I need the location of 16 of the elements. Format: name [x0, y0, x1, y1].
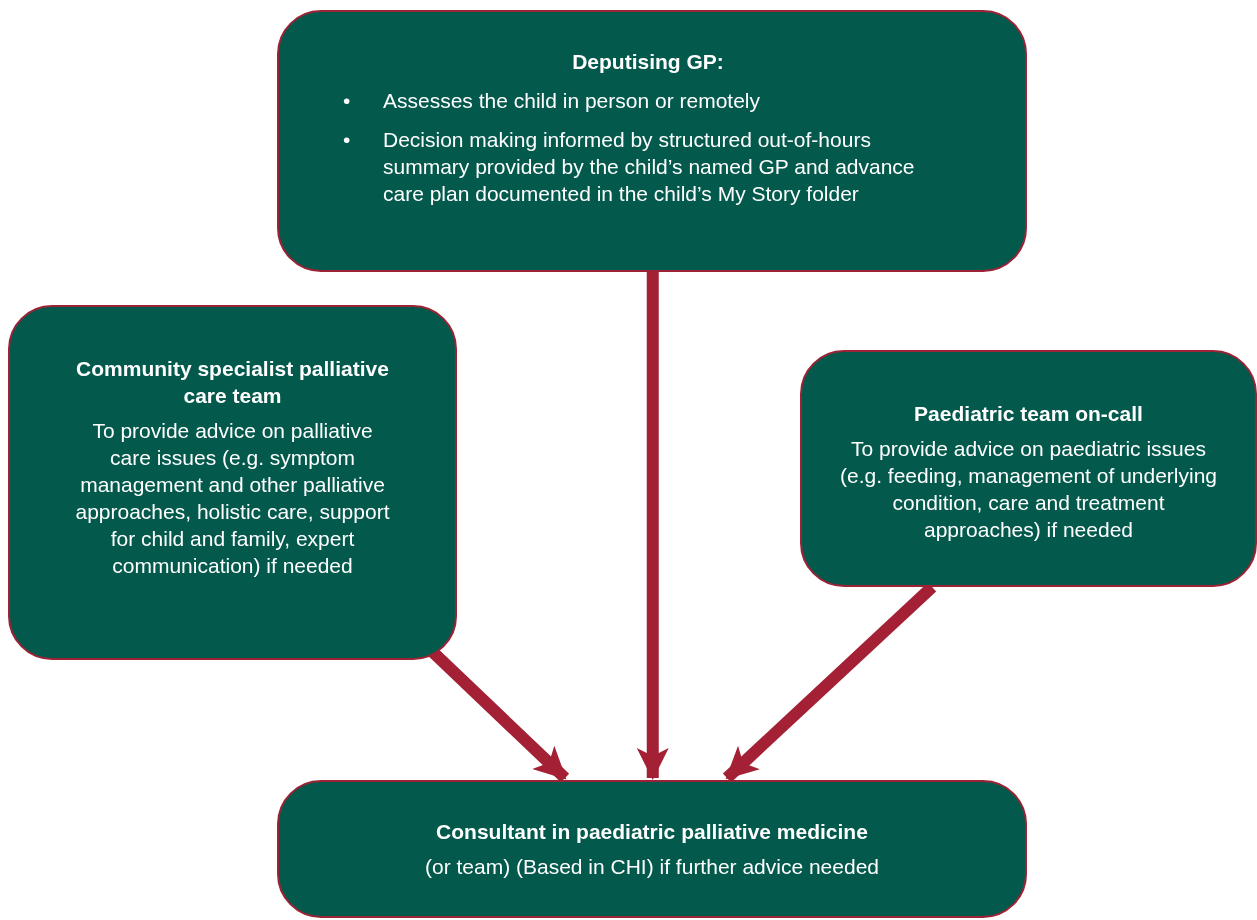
box-text: (or team) (Based in CHI) if further advice needed — [423, 854, 880, 880]
bullet-text: Decision making informed by structured out-of-hours summary provided by the child’s named GP and advance care plan documented in the child’s My Story folder — [383, 127, 916, 207]
box-heading: Deputising GP: — [571, 49, 725, 75]
process-box — [277, 780, 1027, 918]
box-heading: Paediatric team on-call — [913, 401, 1144, 427]
box-heading: Consultant in paediatric palliative medicine — [435, 819, 869, 845]
box-text: To provide advice on palliative care issues (e.g. symptom management and other palliative approaches, holistic care, support for child and family, expert communication) if needed — [74, 418, 391, 579]
box-heading: Community specialist palliative care team — [75, 356, 390, 409]
process-box — [800, 350, 1257, 587]
bullet-text: Assesses the child in person or remotely — [383, 88, 760, 114]
bullet-mark: • — [342, 88, 352, 114]
process-box — [8, 305, 457, 660]
box-text: To provide advice on paediatric issues (e.g. feeding, management of underlying condition, care and treatment approaches) if needed — [838, 436, 1219, 543]
process-box — [277, 10, 1027, 272]
bullet-mark: • — [342, 127, 352, 153]
arrow — [636, 272, 669, 780]
